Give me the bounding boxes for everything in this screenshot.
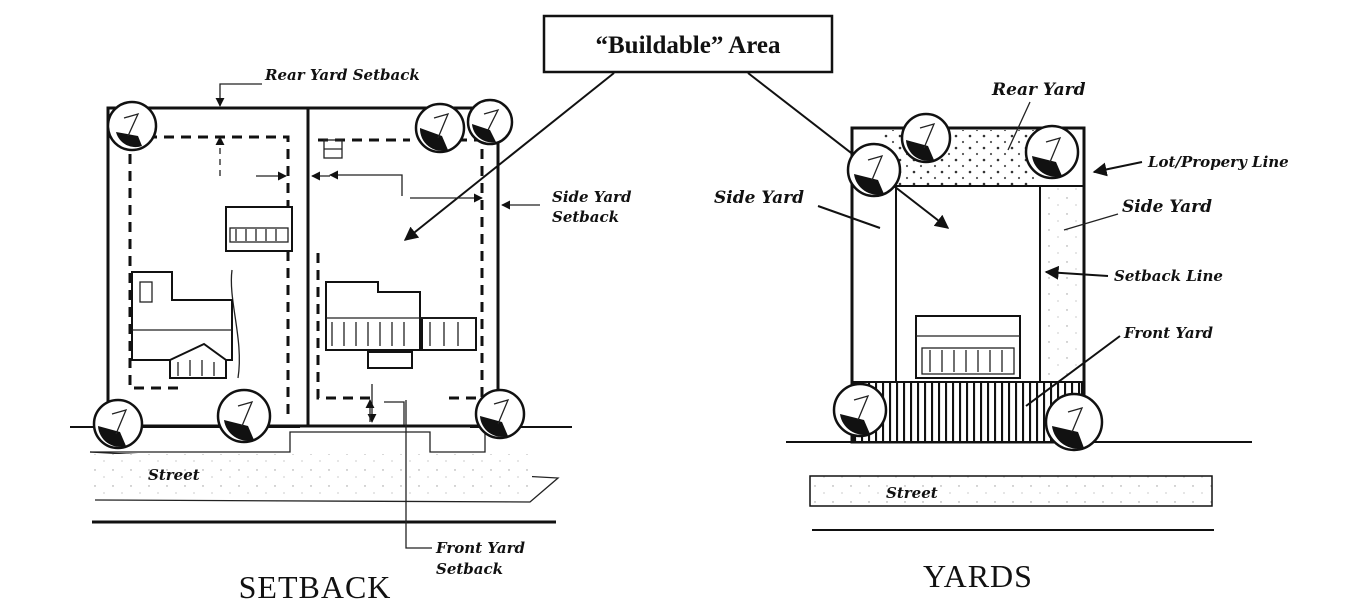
yards-street: Street <box>786 441 1252 531</box>
side-yard-setback-label-1: Side Yard <box>552 188 632 206</box>
front-yard-setback-label-1: Front Yard <box>435 539 526 557</box>
front-yard-label: Front Yard <box>1123 324 1214 342</box>
yards-caption: YARDS <box>923 558 1033 594</box>
yards-diagram: Street Rear Yard Lot/Propery Line Side Y… <box>714 80 1289 594</box>
setback-line-label: Setback Line <box>1114 267 1223 285</box>
front-yard-setback-label-2: Setback <box>436 560 503 578</box>
rear-yard-label: Rear Yard <box>991 80 1086 100</box>
lot-property-line-label: Lot/Propery Line <box>1147 153 1289 171</box>
side-yard-setback-label-2: Setback <box>552 208 619 226</box>
setback-lot-1-buildable-line <box>128 135 290 420</box>
yards-trees <box>832 112 1104 452</box>
setback-lot-1-house <box>131 206 293 379</box>
setback-diagram: Street <box>70 66 632 605</box>
side-yard-right-area <box>1040 188 1082 380</box>
setback-lot-2 <box>306 106 500 428</box>
buildable-arrow-yards <box>747 72 950 229</box>
buildable-arrow-setback <box>403 72 615 241</box>
setback-street-label: Street <box>148 466 200 484</box>
buildable-area-box <box>542 14 834 74</box>
setback-caption: SETBACK <box>239 569 392 605</box>
setback-lot-2-house <box>325 281 477 369</box>
setback-trees <box>92 98 526 450</box>
side-yard-right-label: Side Yard <box>1122 197 1212 217</box>
side-yard-left-label: Side Yard <box>714 188 804 208</box>
buildable-area-callout: “Buildable” Area <box>403 14 950 241</box>
buildable-area-label: “Buildable” Area <box>596 32 781 59</box>
setback-street: Street <box>70 426 572 524</box>
rear-yard-setback-label: Rear Yard Setback <box>264 66 420 84</box>
yards-street-label: Street <box>886 484 938 502</box>
yards-house <box>915 315 1021 379</box>
